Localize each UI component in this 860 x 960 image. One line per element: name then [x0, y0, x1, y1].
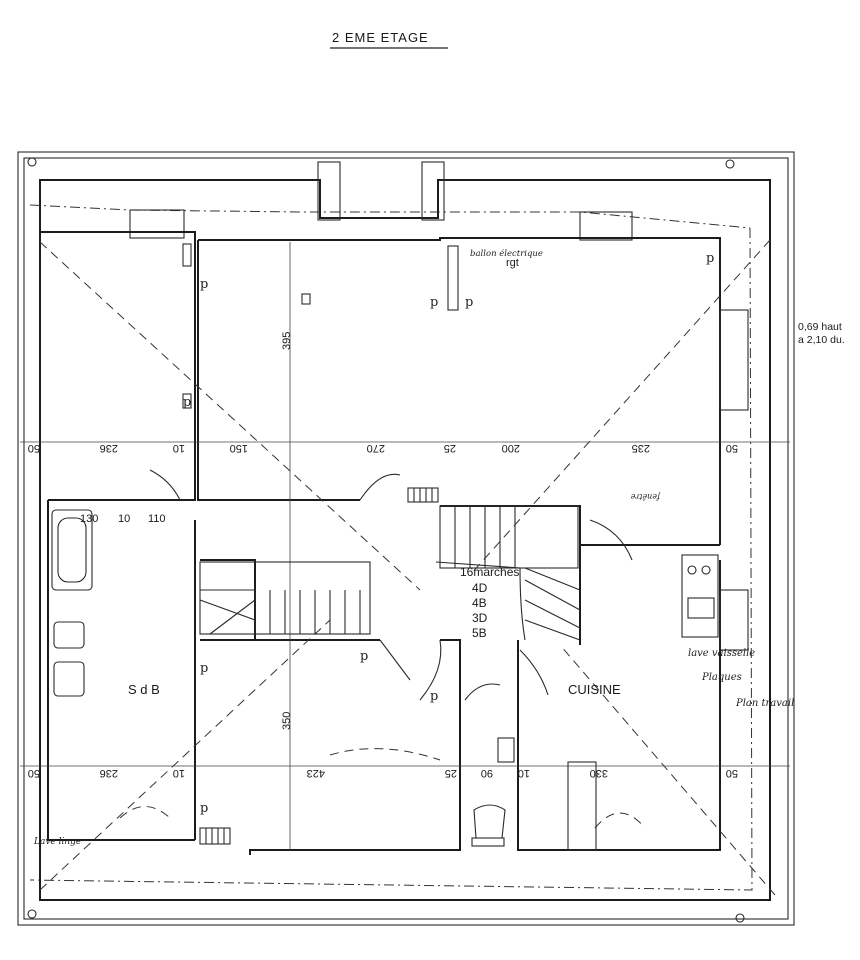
annotation-window: fenêtre — [630, 492, 661, 501]
svg-text:150: 150 — [230, 442, 248, 454]
svg-text:235: 235 — [632, 442, 650, 454]
svg-text:p: p — [465, 295, 473, 310]
stair-upper — [407, 487, 581, 641]
annotation-lave-vaisselle: lave vaisselle — [688, 648, 755, 659]
dim-mid-row: 130 10 110 — [80, 513, 166, 525]
svg-text:330: 330 — [590, 767, 608, 779]
svg-text:3D: 3D — [472, 611, 488, 625]
svg-text:90: 90 — [481, 767, 493, 779]
kitchen-fixtures — [567, 554, 719, 851]
dormer-windows — [129, 161, 633, 241]
svg-text:50: 50 — [28, 767, 40, 779]
svg-text:4D: 4D — [472, 581, 488, 595]
note-right-line1: 0,69 haut — [798, 321, 842, 333]
svg-text:423: 423 — [307, 767, 325, 779]
dim-vertical-bottom: 350 — [281, 712, 293, 730]
svg-text:p: p — [430, 295, 438, 310]
svg-text:4B: 4B — [472, 596, 487, 610]
stair-codes: 4D 4B 3D 5B — [472, 581, 488, 640]
roof-line — [29, 204, 753, 891]
facade-wall — [39, 179, 771, 901]
svg-text:110: 110 — [148, 513, 166, 525]
stair-lower — [199, 561, 371, 845]
bathroom-fixtures — [51, 509, 515, 847]
svg-text:236: 236 — [100, 442, 118, 454]
svg-text:10: 10 — [518, 767, 530, 779]
svg-text:10: 10 — [118, 513, 130, 525]
dim-top-row: 50 236 10 150 270 25 200 235 50 — [28, 442, 738, 454]
annotation-ballon: ballon électrique — [470, 248, 543, 259]
svg-text:p: p — [430, 689, 438, 704]
corner-bolts — [27, 157, 745, 923]
svg-text:5B: 5B — [472, 626, 487, 640]
svg-text:p: p — [706, 251, 714, 266]
svg-text:p: p — [360, 649, 368, 664]
outer-frame-inner — [23, 157, 789, 920]
svg-text:10: 10 — [173, 767, 185, 779]
annotation-plaques: Plaques — [701, 672, 742, 683]
wall-marks: p p p p p p p p p — [183, 251, 714, 816]
svg-text:130: 130 — [80, 513, 98, 525]
svg-text:270: 270 — [367, 442, 385, 454]
note-right-line2: a 2,10 du. — [798, 334, 845, 346]
plan-title: 2 EME ETAGE — [332, 30, 429, 45]
room-label-cuisine: CUISINE — [568, 682, 621, 697]
svg-text:p: p — [183, 395, 191, 410]
svg-text:25: 25 — [445, 767, 457, 779]
svg-text:p: p — [200, 801, 208, 816]
outlet-marks — [182, 243, 311, 409]
annotation-plan-travail: Plan travail — [735, 698, 794, 709]
interior-walls — [40, 231, 749, 855]
svg-text:p: p — [200, 661, 208, 676]
svg-text:236: 236 — [100, 767, 118, 779]
svg-text:50: 50 — [726, 442, 738, 454]
svg-text:50: 50 — [726, 767, 738, 779]
annotation-lave-linge: Lave linge — [33, 837, 81, 847]
room-label-sdb: S d B — [128, 682, 160, 697]
stair-label: 16marches — [460, 565, 519, 579]
dim-bottom-row: 50 236 10 423 25 90 10 330 50 — [28, 767, 738, 779]
svg-text:10: 10 — [173, 442, 185, 454]
outer-frame — [17, 151, 795, 926]
svg-text:200: 200 — [502, 442, 520, 454]
svg-text:50: 50 — [28, 442, 40, 454]
svg-text:25: 25 — [444, 442, 456, 454]
door-swings — [119, 469, 646, 829]
roof-hips — [39, 239, 776, 896]
room-label-rgt: rgt — [506, 257, 519, 269]
svg-text:p: p — [200, 277, 208, 292]
dim-vertical-top: 395 — [281, 332, 293, 350]
